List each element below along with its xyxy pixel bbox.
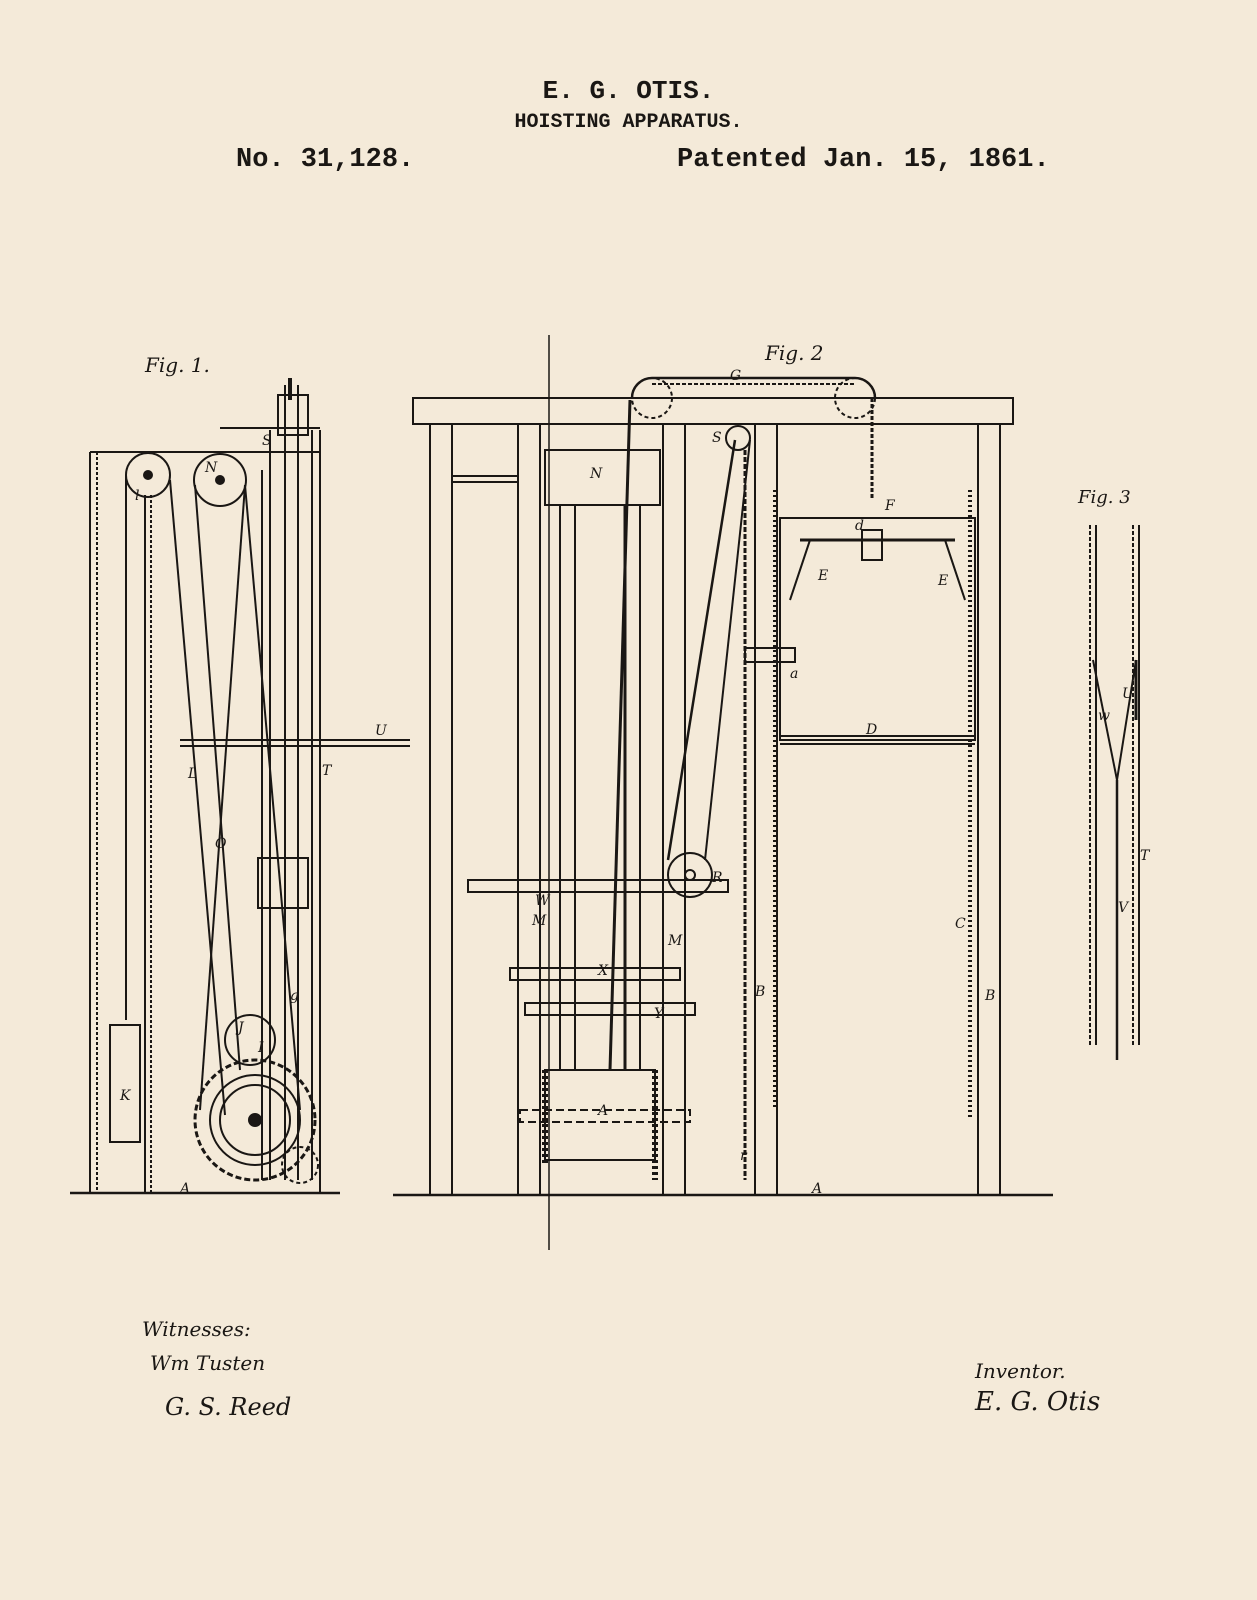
pulley-n bbox=[193, 453, 247, 507]
fig1-part-label: g bbox=[290, 988, 299, 1004]
fig3-part-label: U bbox=[1122, 686, 1135, 702]
patent-title: HOISTING APPARATUS. bbox=[514, 111, 743, 134]
fig1-part-label: S bbox=[262, 433, 272, 449]
witness-2-signature: G. S. Reed bbox=[165, 1393, 291, 1421]
fig1-part-label: J bbox=[235, 1020, 245, 1036]
fig2-part-label: a bbox=[790, 666, 798, 682]
fig3-part-label: T bbox=[1140, 848, 1151, 864]
fig2-part-label: d bbox=[855, 518, 864, 534]
fig1-label: Fig. 1. bbox=[144, 353, 210, 377]
fig2-part-label: E bbox=[937, 573, 948, 589]
fig2-part-label: X bbox=[597, 963, 609, 979]
fig1-part-label: L bbox=[187, 766, 197, 782]
fig3-part-labels: U T Vw bbox=[1098, 686, 1151, 916]
witnesses-label: Witnesses: bbox=[142, 1317, 251, 1341]
roller-n bbox=[544, 449, 661, 506]
fig2-part-label: M bbox=[667, 933, 683, 949]
fig3-part-label: V bbox=[1118, 900, 1130, 916]
signatures: Witnesses: Wm Tusten G. S. Reed Inventor… bbox=[142, 1317, 1100, 1421]
fig2-part-label: N bbox=[589, 466, 603, 482]
fig1-part-label: l bbox=[135, 488, 139, 504]
fig2-part-label: S bbox=[712, 430, 722, 446]
inventor-signature: E. G. Otis bbox=[974, 1387, 1100, 1417]
fig2-part-label: F bbox=[884, 498, 896, 514]
figure-1: Fig. 1. l N S U T L O K I A Jg bbox=[70, 353, 410, 1197]
figure-3: Fig. 3 U T Vw bbox=[1077, 487, 1151, 1060]
gear bbox=[193, 1058, 317, 1182]
fig1-part-label: U bbox=[375, 723, 388, 739]
fig2-part-label: G bbox=[730, 368, 741, 384]
fig2-part-label: A bbox=[596, 1103, 608, 1119]
fig2-label: Fig. 2 bbox=[764, 341, 824, 365]
fig2-part-label: M bbox=[531, 913, 547, 929]
elevator-car bbox=[779, 517, 976, 741]
figure-2: Fig. 2 bbox=[393, 335, 1053, 1250]
inventor-label: Inventor. bbox=[974, 1359, 1066, 1383]
fig2-part-label: r bbox=[740, 1148, 748, 1164]
patent-number: No. 31,128. bbox=[236, 145, 415, 175]
wheel-j bbox=[224, 1014, 276, 1066]
fig1-part-label: N bbox=[204, 460, 218, 476]
fig1-part-label: O bbox=[215, 836, 227, 852]
fig2-part-label: C bbox=[955, 916, 966, 932]
counterweight bbox=[109, 1024, 141, 1143]
fig1-part-label: A bbox=[178, 1181, 190, 1197]
fig1-part-label: K bbox=[119, 1088, 132, 1104]
fig2-part-label: Y bbox=[654, 1006, 665, 1022]
patent-date: Patented Jan. 15, 1861. bbox=[677, 145, 1050, 175]
fig1-part-label: I bbox=[257, 1040, 264, 1056]
top-beam bbox=[412, 397, 1014, 425]
fig3-label: Fig. 3 bbox=[1077, 487, 1131, 508]
fig1-part-label: T bbox=[322, 763, 333, 779]
fig2-part-label: R bbox=[711, 870, 723, 886]
fig2-part-labels: G S N FdE EaD C B B A A M M X Y R Wr bbox=[531, 368, 995, 1197]
fig1-part-labels: l N S U T L O K I A Jg bbox=[119, 433, 388, 1197]
witness-1-signature: Wm Tusten bbox=[150, 1351, 265, 1375]
fig2-part-label: W bbox=[535, 893, 551, 909]
fig3-part-label: w bbox=[1098, 708, 1110, 724]
fig2-part-label: E bbox=[817, 568, 828, 584]
fig2-part-label: A bbox=[810, 1181, 822, 1197]
fig2-part-label: B bbox=[984, 988, 995, 1004]
fig2-part-label: B bbox=[754, 984, 765, 1000]
fig2-part-label: D bbox=[865, 722, 877, 738]
inventor-name: E. G. OTIS. bbox=[542, 76, 715, 106]
